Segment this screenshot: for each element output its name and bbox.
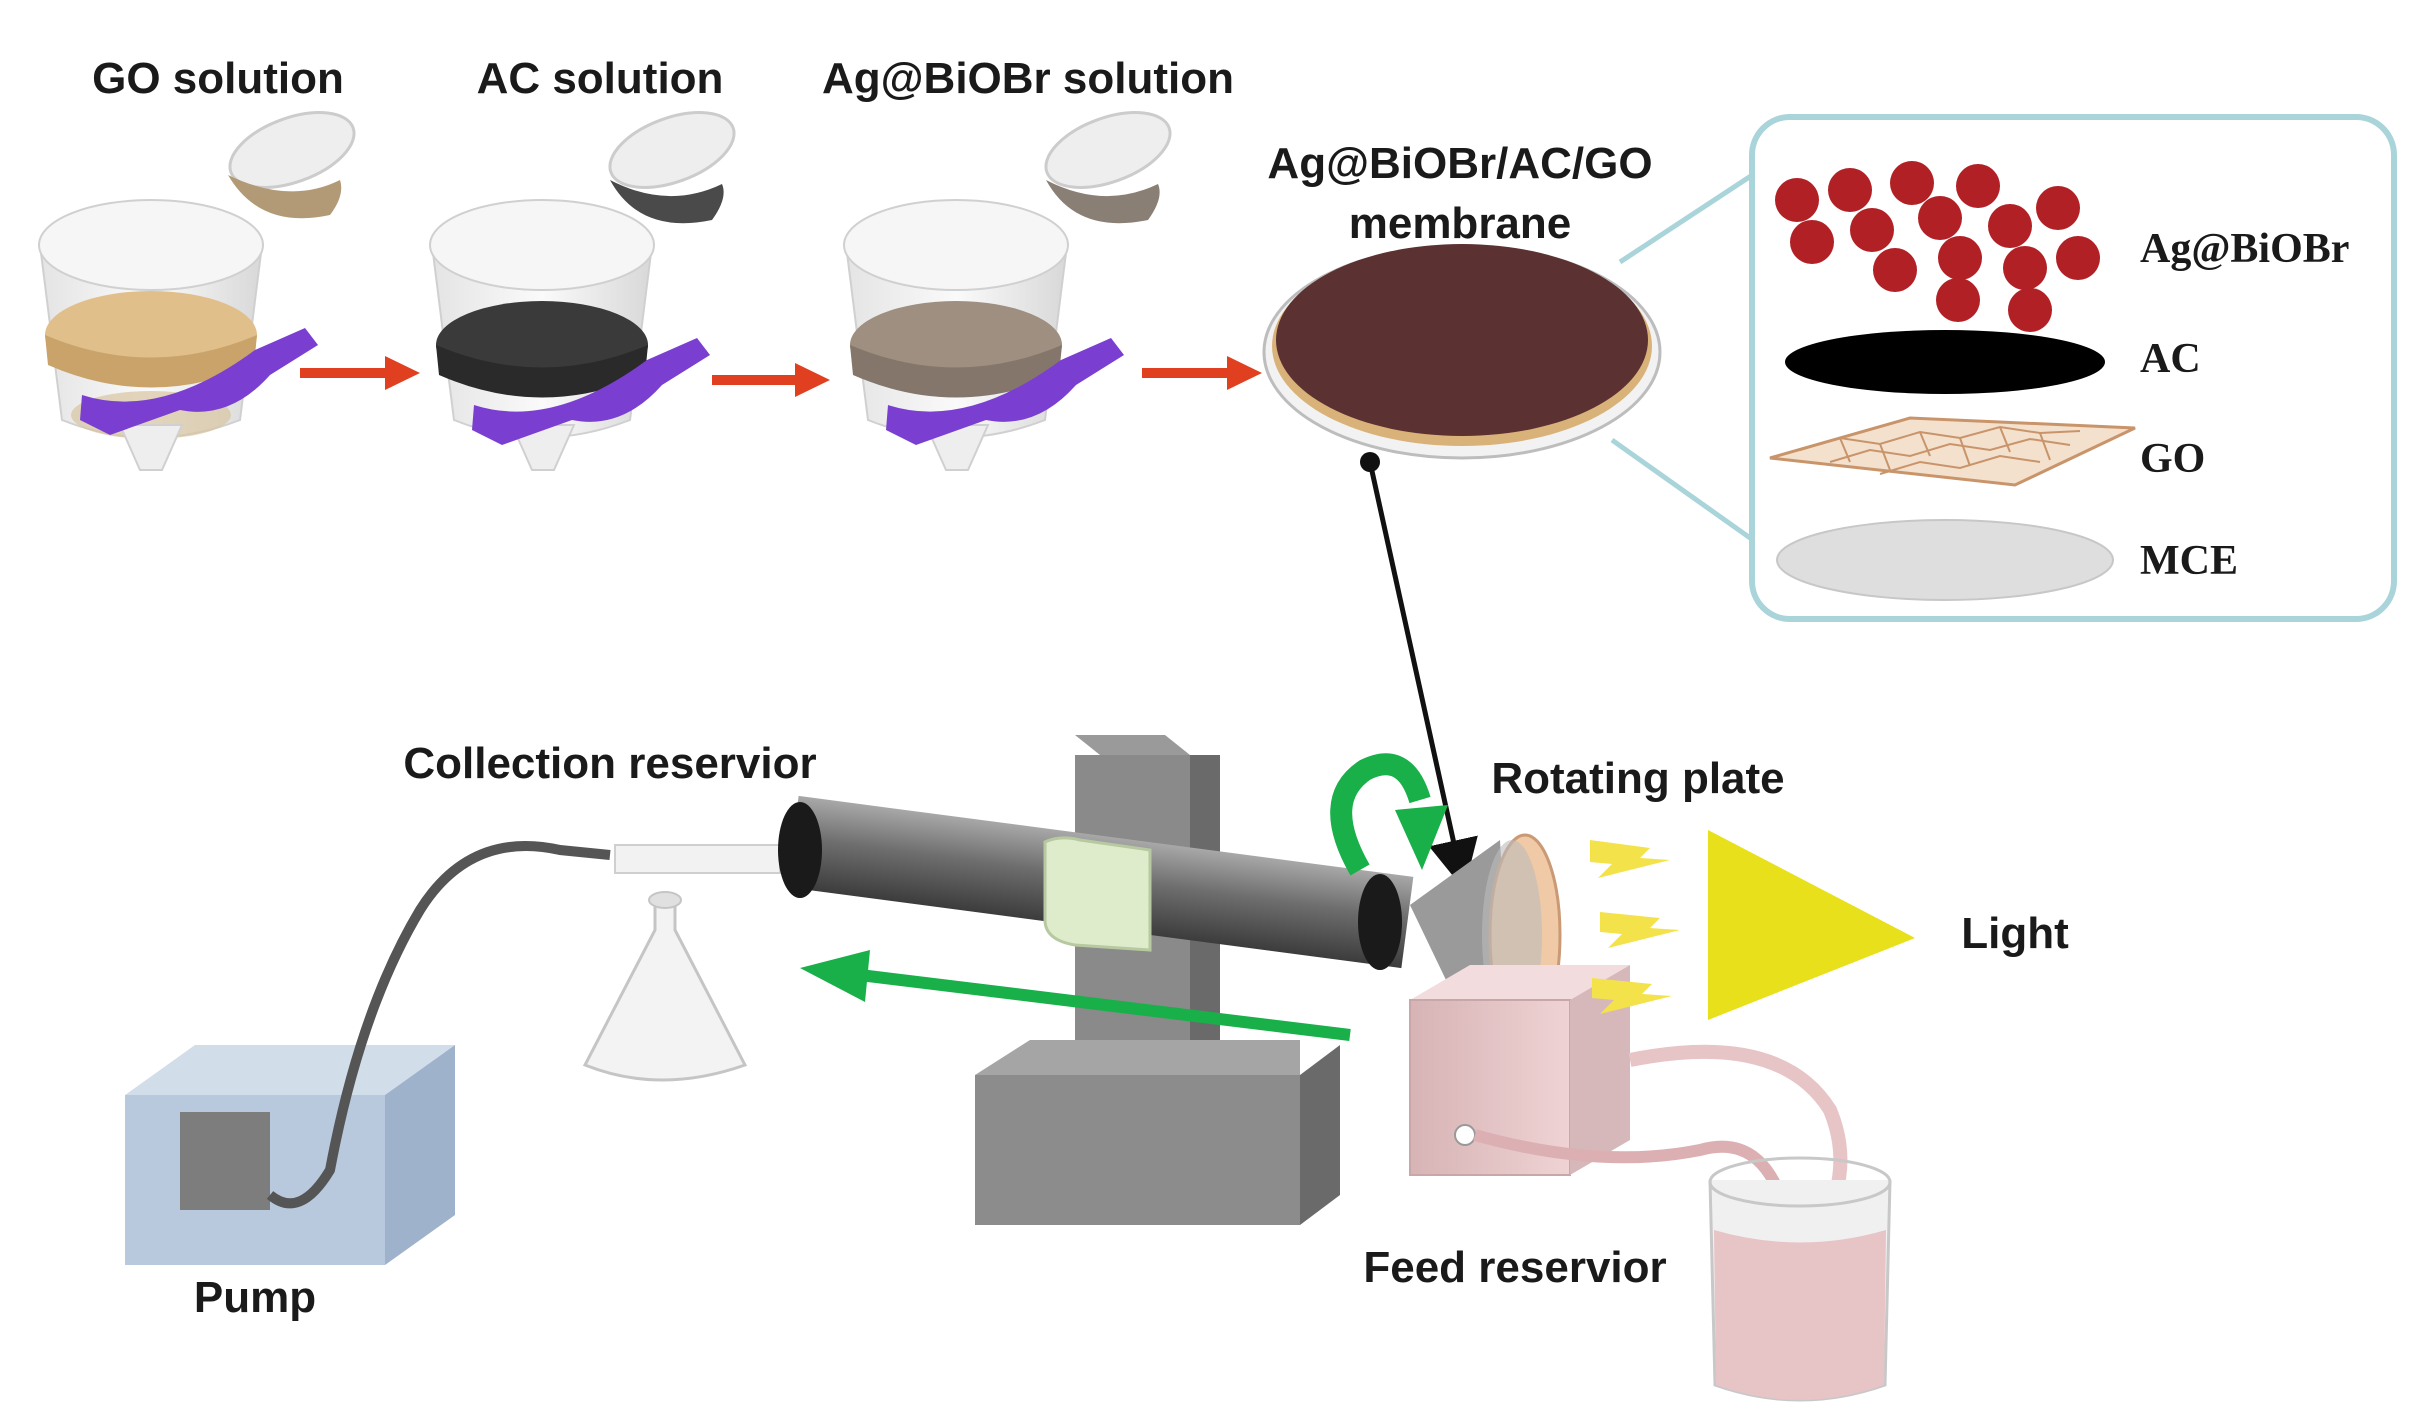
layer-label-agbiobr: Ag@BiOBr xyxy=(2140,226,2349,272)
layer-label-go: GO xyxy=(2140,436,2205,482)
outlet-tube xyxy=(614,844,781,874)
feed-cell xyxy=(1409,965,1630,1176)
zoom-line-top xyxy=(1618,167,1762,265)
agbiobr-solution-label: Ag@BiOBr solution xyxy=(822,54,1234,103)
connector-arrow xyxy=(1367,461,1478,890)
ac-layer xyxy=(1785,330,2105,394)
pump-icon xyxy=(125,1045,455,1265)
layer-label-mce: MCE xyxy=(2140,538,2238,584)
membrane-label-line2: membrane xyxy=(1349,199,1572,248)
lightning-icon xyxy=(1590,840,1680,1014)
membrane-disc xyxy=(1262,244,1662,460)
light-label: Light xyxy=(1961,909,2069,958)
rotate-arrow-icon xyxy=(1330,753,1448,876)
light-source xyxy=(1708,830,1915,1020)
mce-layer xyxy=(1776,519,2114,601)
flow-arrow-head xyxy=(800,950,870,1002)
flow-arrow xyxy=(859,969,1351,1041)
collection-reservior-label: Collection reservior xyxy=(403,739,816,788)
pump-tubing xyxy=(266,841,611,1209)
process-arrow-head xyxy=(1227,356,1262,390)
layer-label-ac: AC xyxy=(2140,336,2201,382)
pouring-beaker-ac xyxy=(608,111,736,224)
agbiobr-particles xyxy=(1775,161,2100,332)
zoom-line-bottom xyxy=(1610,437,1762,548)
go-layer xyxy=(1769,416,2136,487)
feed-tubing-lower xyxy=(1473,1129,1796,1232)
membrane-label-line1: Ag@BiOBr/AC/GO xyxy=(1267,139,1652,188)
funnel-icon xyxy=(38,111,356,471)
beaker-icon xyxy=(1708,1156,1892,1402)
go-solution-label: GO solution xyxy=(92,54,344,103)
reactor-cylinder xyxy=(778,795,1414,970)
pump-label: Pump xyxy=(194,1273,316,1322)
funnel-icon xyxy=(843,111,1172,471)
feed-reservior-label: Feed reservior xyxy=(1363,1243,1666,1292)
pouring-beaker-agbiobr xyxy=(1044,111,1172,224)
process-arrow-head xyxy=(795,363,830,397)
pouring-beaker-go xyxy=(228,111,356,219)
rotating-plate-label: Rotating plate xyxy=(1491,754,1784,803)
funnel-icon xyxy=(429,111,736,471)
process-arrow-head xyxy=(385,356,420,390)
support-stand xyxy=(975,735,1340,1225)
ac-solution-label: AC solution xyxy=(477,54,724,103)
flask-icon xyxy=(582,891,748,1082)
